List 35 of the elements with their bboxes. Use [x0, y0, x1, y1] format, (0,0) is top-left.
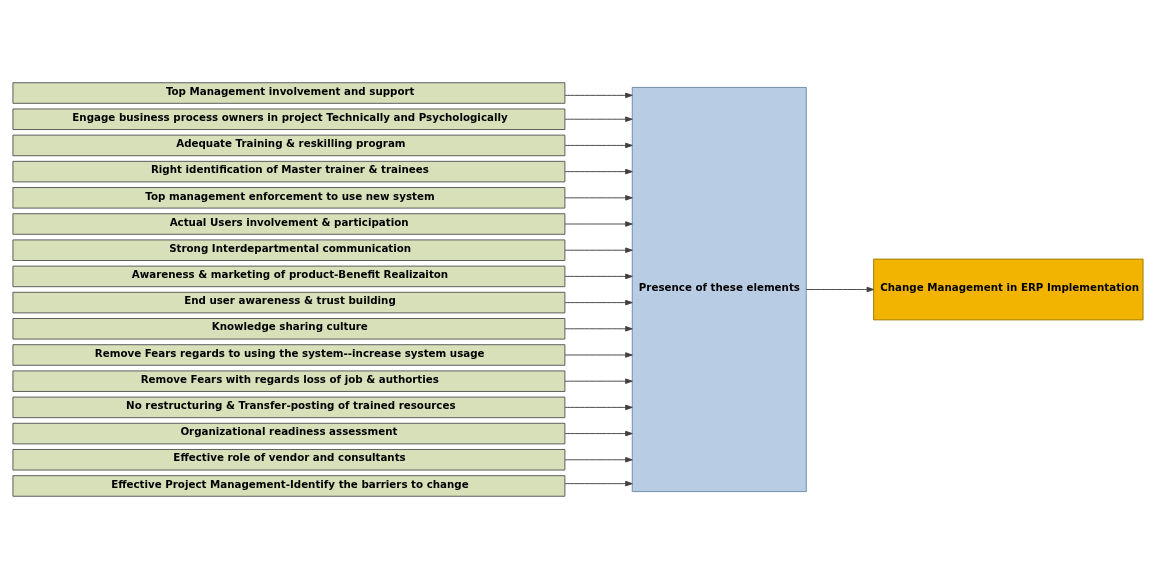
- node-box: Strong Interdepartmental communication: [12, 238, 566, 261]
- node-box: Actual Users involvement & participation: [12, 212, 566, 235]
- arrow: [564, 246, 633, 253]
- node-box: Top management enforcement to use new system: [12, 186, 566, 209]
- node-box: Right identification of Master trainer & trainees: [12, 160, 566, 182]
- arrow: [564, 404, 633, 410]
- node-box: Remove Fears with regards loss of job & authorties: [12, 369, 566, 392]
- node-box: Change Management in ERP Implementation: [873, 258, 1144, 320]
- arrow: [564, 168, 633, 174]
- arrow: [564, 92, 633, 98]
- arrow: [564, 299, 633, 305]
- node-box: Adequate Training & reskilling program: [12, 134, 566, 156]
- node-box: Awareness & marketing of product-Benefit Realizaiton: [12, 265, 566, 287]
- node-box: End user awareness & trust building: [12, 291, 566, 313]
- arrow: [564, 115, 633, 122]
- node-box: Effective Project Management-Identify the barriers to change: [12, 474, 566, 497]
- arrow: [564, 142, 633, 148]
- node-box: No restructuring & Transfer-posting of trained resources: [12, 396, 566, 418]
- node-box: Top Management involvement and support: [12, 81, 566, 104]
- arrow: [564, 194, 633, 201]
- arrow: [564, 480, 633, 486]
- node-box: Organizational readiness assessment: [12, 422, 566, 444]
- arrow: [564, 377, 633, 384]
- arrow: [564, 325, 633, 332]
- arrow: [564, 220, 633, 227]
- node-box: Remove Fears regards to using the system--increase system usage: [12, 343, 566, 366]
- node-box: Presence of these elements: [631, 86, 807, 492]
- arrow: [805, 286, 875, 292]
- arrow: [564, 351, 633, 358]
- arrow: [564, 456, 633, 463]
- arrow: [564, 273, 633, 279]
- node-box: Effective role of vendor and consultants: [12, 448, 566, 471]
- node-box: Engage business process owners in project Technically and Psychologically: [12, 107, 566, 130]
- node-box: Knowledge sharing culture: [12, 317, 566, 340]
- arrow: [564, 430, 633, 436]
